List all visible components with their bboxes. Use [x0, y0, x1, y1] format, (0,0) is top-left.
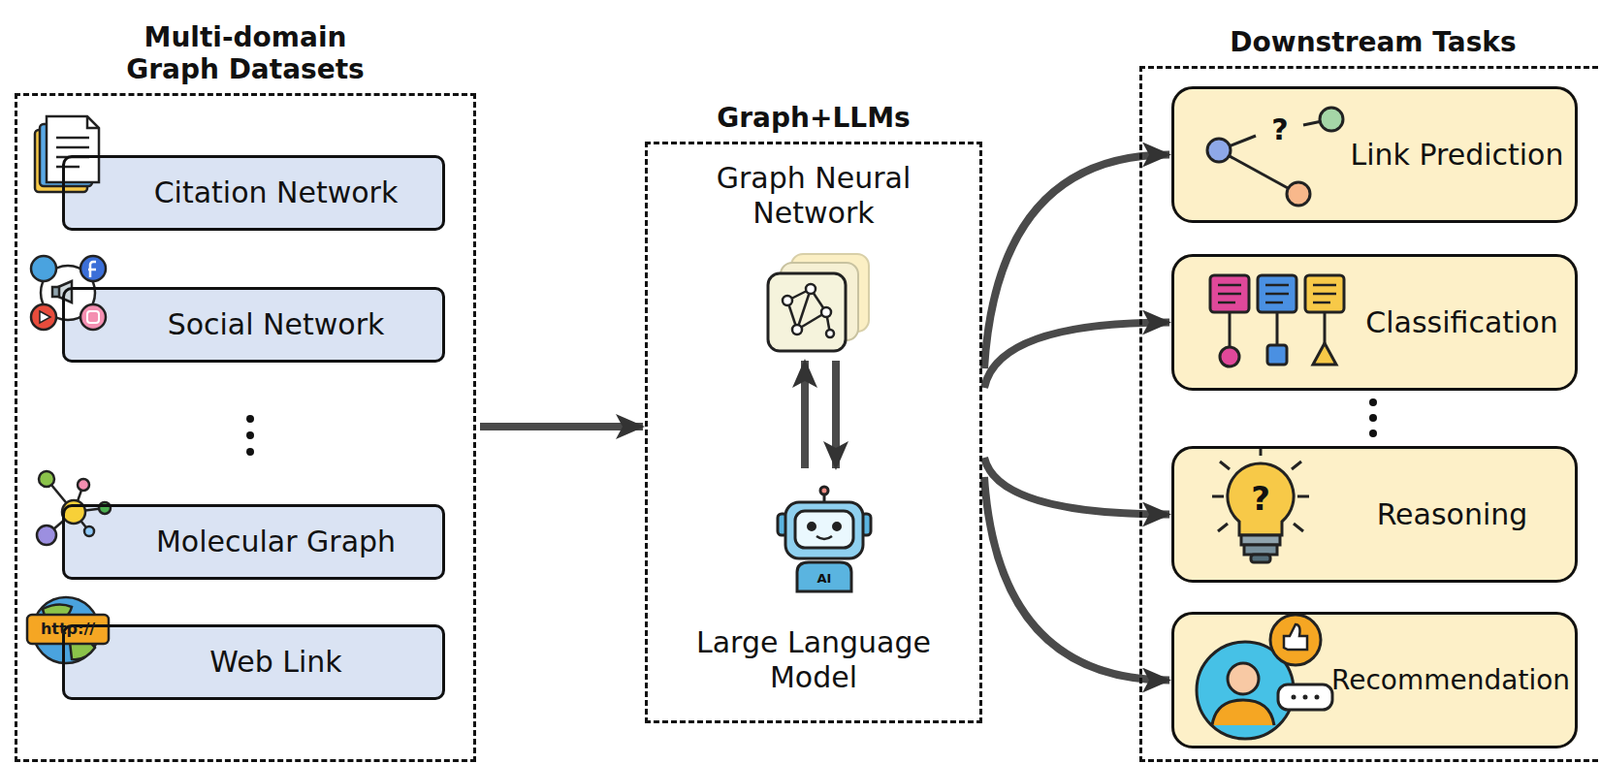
node-box: Large Language Model — [668, 470, 960, 702]
node-label: Link Prediction — [1348, 137, 1566, 173]
lightbulb-icon — [1212, 448, 1310, 563]
node-label: Graph Neural Network — [672, 160, 956, 231]
panel-heading: Multi-domain Graph Datasets — [99, 21, 391, 87]
icon-label: ? — [1250, 481, 1271, 515]
node-box: Web Link — [62, 624, 446, 701]
panel-heading: Downstream Tasks — [1188, 26, 1558, 60]
flow-arrow — [832, 360, 840, 469]
flow-arrow — [800, 360, 809, 469]
icon-label: http:// — [40, 621, 96, 638]
node-label: Citation Network — [123, 175, 429, 211]
panel-heading: Graph+LLMs — [668, 101, 960, 135]
icon-label: AI — [817, 572, 832, 585]
node-label: Recommendation — [1331, 664, 1569, 698]
node-label: Social Network — [123, 307, 429, 343]
icon-label: ? — [1271, 115, 1288, 145]
robot-icon — [777, 486, 871, 592]
dashed-group-panel: Downstream TasksLink PredictionClassific… — [1139, 65, 1600, 763]
node-label: Large Language Model — [672, 625, 956, 696]
dashed-group-panel: Graph+LLMsGraph Neural NetworkLarge Lang… — [644, 141, 983, 724]
node-box: Citation Network — [62, 155, 446, 231]
molecule-icon — [36, 471, 111, 545]
node-label: Classification — [1356, 305, 1568, 341]
social-media-icon — [31, 256, 106, 330]
node-label: Molecular Graph — [123, 524, 429, 560]
node-box: Molecular Graph — [62, 504, 446, 580]
node-box: Link Prediction — [1171, 86, 1578, 224]
node-box: Graph Neural Network — [668, 155, 960, 359]
document-icon — [34, 116, 99, 192]
flow-arrow — [480, 422, 643, 431]
globe-icon — [27, 597, 109, 664]
node-box: Social Network — [62, 287, 446, 363]
classification-icon — [1210, 275, 1344, 367]
gnn-icon — [768, 254, 869, 352]
node-box: Recommendation — [1171, 611, 1578, 749]
link-prediction-icon — [1207, 107, 1344, 206]
dashed-group-panel: Multi-domain Graph DatasetsCitation Netw… — [14, 93, 477, 763]
node-box: Reasoning — [1171, 446, 1578, 583]
recommendation-icon — [1196, 614, 1333, 739]
node-label: Reasoning — [1339, 497, 1566, 533]
node-box: Classification — [1171, 254, 1578, 391]
box-fills — [62, 86, 1578, 749]
node-label: Web Link — [123, 644, 429, 680]
